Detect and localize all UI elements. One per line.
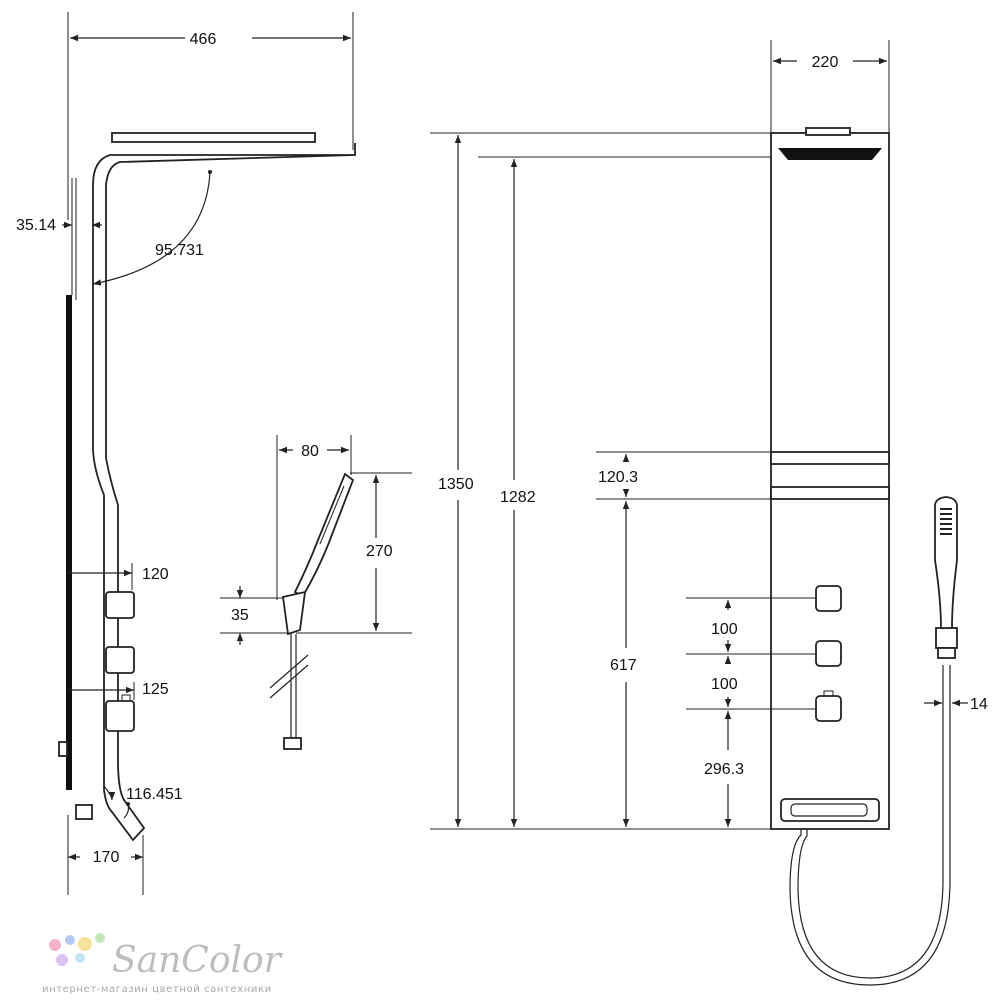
dim-side-width: 466 (190, 31, 217, 48)
front-column-body (770, 132, 890, 830)
dim-valve-spacing-1: 100 (711, 621, 738, 638)
dim-total-height: 1350 (438, 476, 474, 493)
bottom-fitting (75, 804, 93, 820)
dim-head-height: 1282 (500, 489, 536, 506)
dim-bend-angle: 95.731 (155, 242, 204, 259)
front-valve-top (815, 585, 842, 612)
top-cap (805, 127, 851, 136)
dim-hose-clip: 14 (970, 696, 988, 713)
hose-nut (283, 737, 302, 750)
brand-dot (65, 935, 75, 945)
bottom-spout (780, 798, 880, 822)
brand-dot (95, 933, 105, 943)
hand-shower-holder (281, 590, 307, 636)
side-valve-bottom (105, 700, 135, 732)
side-view: 466 35.14 95.731 120 125 116. (16, 12, 356, 895)
dim-valve-zone: 617 (610, 657, 637, 674)
brand-dot (49, 939, 61, 951)
front-valve-bottom (815, 695, 842, 722)
dim-front-width: 220 (812, 54, 839, 71)
dim-bottom-depth: 170 (93, 849, 120, 866)
front-hose (789, 665, 951, 986)
hand-shower-detail: 80 270 35 (220, 435, 412, 750)
brand-dot (56, 954, 68, 966)
dim-wall-offset: 35.14 (16, 217, 56, 234)
dim-mixer-depth: 125 (142, 681, 169, 698)
stripe-lower (770, 486, 890, 500)
side-column-body (92, 143, 356, 842)
brand-dots-icon (49, 933, 105, 966)
dim-stripe-height: 120.3 (598, 469, 638, 486)
hand-shower-wall-bracket (935, 627, 958, 649)
brand-watermark: SanColor интернет-магазин цветной сантех… (42, 933, 283, 995)
side-fitting (58, 741, 68, 757)
dim-bottom-valve: 296.3 (704, 761, 744, 778)
front-view: 220 1350 1282 120.3 (430, 40, 988, 986)
dim-holder-height: 35 (231, 607, 249, 624)
brand-name: SanColor (112, 940, 283, 981)
dim-head-length: 270 (366, 543, 393, 560)
side-valve-middle (105, 646, 135, 674)
brand-tagline: интернет-магазин цветной сантехники (42, 984, 272, 995)
front-hand-shower (934, 496, 958, 629)
rain-head-outlet (778, 148, 882, 160)
brand-dot (75, 953, 85, 963)
overhead-shower-plate (111, 132, 316, 143)
dim-bottom-angle: 116.451 (126, 786, 183, 803)
dim-head-width: 80 (301, 443, 319, 460)
dim-valve-spacing-2: 100 (711, 676, 738, 693)
stripe-upper (770, 451, 890, 465)
wall-plate (66, 295, 72, 790)
dim-valve-depth: 120 (142, 566, 169, 583)
brand-dot (78, 937, 92, 951)
front-valve-middle (815, 640, 842, 667)
side-valve-top (105, 591, 135, 619)
